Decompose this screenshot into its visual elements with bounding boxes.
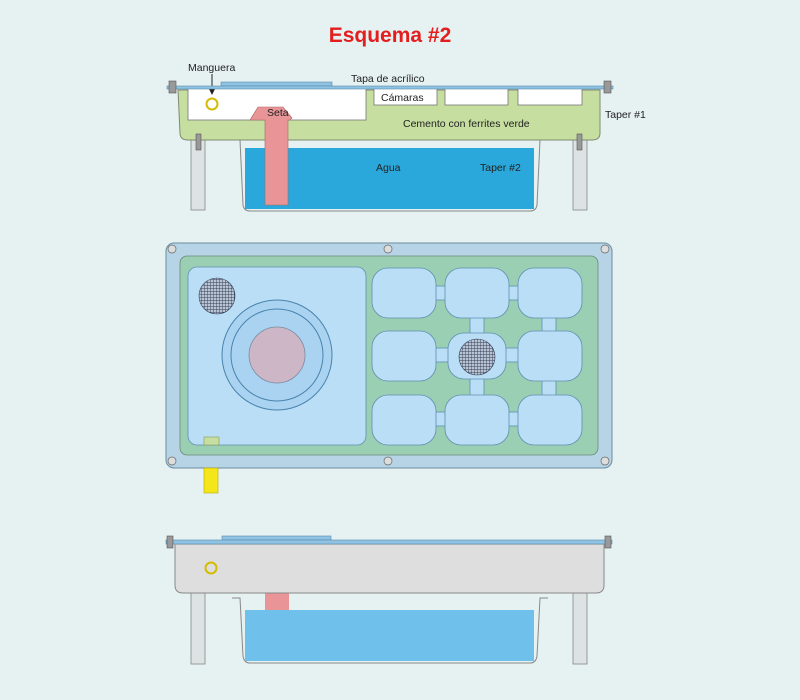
hose-ring-icon <box>204 561 218 575</box>
small-chamber <box>517 267 583 319</box>
label-seta: Seta <box>267 107 289 119</box>
hose-port <box>203 436 220 446</box>
water-body <box>245 148 534 209</box>
acrylic-lid <box>165 539 613 545</box>
seta-mushroom <box>249 106 293 206</box>
side-view <box>165 535 613 665</box>
cross-section-view: Manguera Tapa de acrílico Cámaras Seta C… <box>166 62 646 212</box>
leg-left <box>190 589 206 665</box>
acrylic-lid-top <box>220 81 333 87</box>
small-chamber <box>517 330 583 382</box>
mesh-icon <box>458 338 496 376</box>
acrylic-lid-top <box>221 535 332 541</box>
label-cemento: Cemento con ferrites verde <box>403 118 530 130</box>
manguera-arrowhead <box>209 89 215 95</box>
label-taper-1: Taper #1 <box>605 109 646 121</box>
screw-icon <box>168 80 612 151</box>
small-chamber <box>517 394 583 446</box>
seta-top <box>248 326 306 384</box>
label-camaras: Cámaras <box>381 92 424 104</box>
label-manguera: Manguera <box>188 62 235 74</box>
small-chamber <box>444 394 510 446</box>
seta-stem <box>265 593 289 610</box>
taper-2-container <box>232 597 548 664</box>
leg-right <box>572 589 588 665</box>
diagram-title: Esquema #2 <box>328 24 452 47</box>
small-chamber <box>444 267 510 319</box>
camera-slot-2 <box>444 87 509 106</box>
small-chamber <box>371 394 437 446</box>
camera-slot-3 <box>517 87 583 106</box>
screw-icon <box>166 535 612 549</box>
small-chamber <box>371 267 437 319</box>
hose-tip <box>203 467 219 494</box>
top-view <box>165 242 613 494</box>
hose-ring-icon <box>205 97 219 111</box>
taper-1-body <box>174 543 605 594</box>
small-chamber <box>371 330 437 382</box>
mesh-icon <box>198 277 236 315</box>
label-tapa: Tapa de acrílico <box>351 73 425 85</box>
screw-icon <box>167 244 610 466</box>
label-agua: Agua <box>376 162 401 174</box>
label-taper-2: Taper #2 <box>480 162 521 174</box>
acrylic-lid <box>166 85 614 90</box>
taper-2-container <box>232 139 548 212</box>
water-body <box>245 610 534 661</box>
